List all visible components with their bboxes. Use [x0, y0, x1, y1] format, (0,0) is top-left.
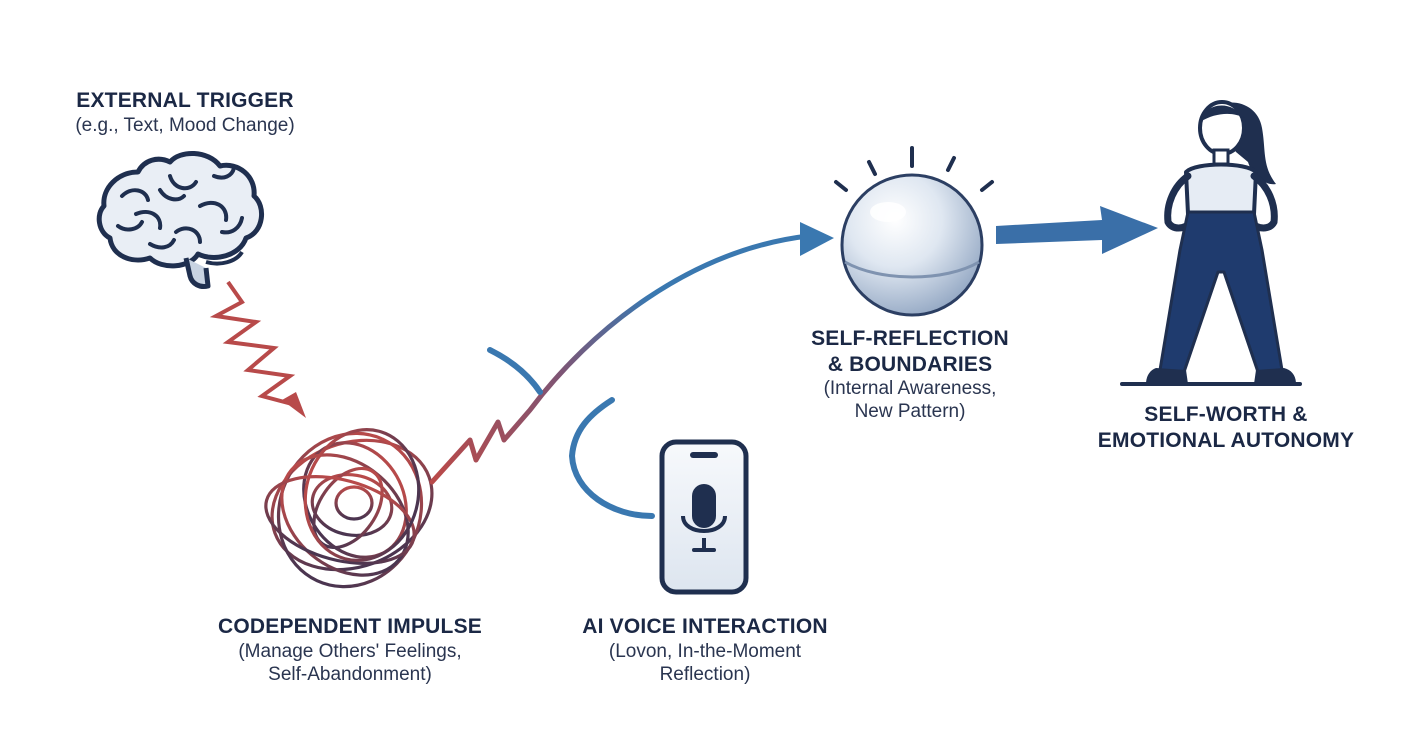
trigger-zigzag-arrow: [209, 280, 306, 418]
phone-microphone-icon: [659, 439, 749, 595]
voice-interaction-arcs: [487, 347, 655, 519]
node-subtitle: (e.g., Text, Mood Change): [75, 114, 295, 136]
node-title: CODEPENDENT IMPULSE: [218, 615, 482, 638]
progress-arrow: [996, 206, 1158, 254]
standing-woman-icon: [1120, 100, 1302, 386]
brain-icon: [96, 151, 264, 289]
node-subtitle: (Manage Others' Feelings, Self-Abandonme…: [238, 640, 462, 685]
node-subtitle: (Internal Awareness, New Pattern): [823, 378, 997, 423]
node-title: AI VOICE INTERACTION: [582, 615, 828, 638]
node-title: EXTERNAL TRIGGER: [76, 89, 294, 112]
node-title: SELF-WORTH & EMOTIONAL AUTONOMY: [1097, 403, 1355, 452]
node-self-reflection-label: SELF-REFLECTION & BOUNDARIES (Internal A…: [790, 326, 1030, 424]
tangle-icon: [264, 428, 434, 589]
node-codependent-impulse-label: CODEPENDENT IMPULSE (Manage Others' Feel…: [190, 614, 510, 686]
node-ai-voice-interaction-label: AI VOICE INTERACTION (Lovon, In-the-Mome…: [560, 614, 850, 686]
glowing-sphere-icon: [834, 146, 994, 317]
node-external-trigger-label: EXTERNAL TRIGGER (e.g., Text, Mood Chang…: [40, 88, 330, 137]
node-self-worth-label: SELF-WORTH & EMOTIONAL AUTONOMY: [1076, 402, 1376, 453]
node-title: SELF-REFLECTION & BOUNDARIES: [811, 327, 1009, 376]
node-subtitle: (Lovon, In-the-Moment Reflection): [608, 640, 802, 685]
transition-curve-arrow: [429, 222, 834, 485]
